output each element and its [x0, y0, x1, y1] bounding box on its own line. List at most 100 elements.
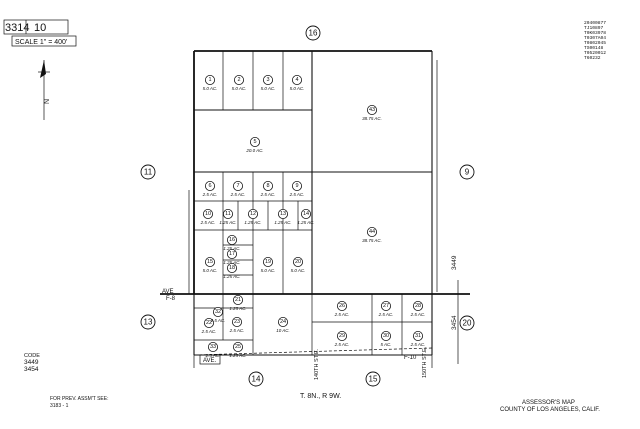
parcel-22[interactable]: 222.5 AC.: [201, 317, 217, 334]
parcel-acreage: 38.75 AC.: [362, 238, 382, 243]
parcel-number-circle: [380, 300, 391, 311]
parcel-2[interactable]: 25.0 AC.: [232, 75, 247, 91]
parcel-number: 31: [415, 333, 421, 339]
section-numbers: 16 11 9 13 20 14 15: [140, 25, 475, 387]
parcel-17[interactable]: 171.25 AC.: [223, 248, 241, 265]
parcel-21[interactable]: 211.25 AC.: [229, 294, 247, 311]
parcel-number: 27: [383, 303, 389, 309]
parcel-number-circle: [204, 256, 215, 267]
parcel-acreage: 1.25 AC.: [223, 246, 240, 251]
parcel-number: 33: [210, 344, 216, 350]
parcel-number-circle: [291, 180, 302, 191]
parcel-acreage: 2.5 AC.: [229, 328, 245, 333]
section-southeast: 20: [463, 319, 472, 328]
parcel-lines: [193, 51, 433, 356]
parcel-number: 4: [295, 77, 298, 83]
parcel-20[interactable]: 205.0 AC.: [291, 256, 306, 273]
parcel-30[interactable]: 30 5 AC.: [380, 330, 392, 347]
book-number: 3314: [5, 22, 29, 34]
parcel-7[interactable]: 72.5 AC.: [230, 180, 246, 197]
parcel-number: 28: [415, 303, 421, 309]
parcel-9[interactable]: 92.5 AC.: [289, 180, 305, 197]
parcel-6[interactable]: 62.5 AC.: [202, 180, 218, 197]
parcel-44[interactable]: 44 38.75 AC.: [362, 226, 382, 243]
parcel-number-circle: [226, 234, 237, 245]
parcel-number: 30: [383, 333, 389, 339]
parcel-number: 44: [369, 229, 375, 235]
parcel-27[interactable]: 27 2.5 AC.: [378, 300, 394, 317]
parcel-number-circle: [231, 316, 242, 327]
parcel-32[interactable]: 322.5 AC.: [210, 306, 226, 323]
parcel-acreage: 1.25 AC.: [274, 220, 291, 225]
parcel-number: 25: [235, 344, 241, 350]
parcel-28[interactable]: 282.5 AC.: [410, 300, 426, 317]
parcel-acreage: 1.25 AC.: [223, 260, 240, 265]
parcel-acreage: 2.5 AC.: [410, 342, 426, 347]
parcel-33[interactable]: 33 2.5 AC.: [205, 341, 221, 358]
page-number: 10: [34, 22, 46, 34]
stamp-line: T0K03978: [584, 30, 606, 36]
street-labels: AVE F-8 AVE. 140TH ST.E. 150TH ST.E. F-1…: [162, 255, 458, 380]
parcel-number-circle: [249, 136, 260, 147]
parcel-18[interactable]: 181.25 AC.: [223, 262, 241, 279]
parcel-number-circle: [336, 300, 347, 311]
parcel-19[interactable]: 195.0 AC.: [261, 256, 276, 273]
svg-text:N: N: [44, 99, 51, 104]
township-label: T. 8N., R 9W.: [300, 393, 341, 400]
map-footer: CODE 3449 3454 FOR PREV. ASSM'T SEE: 318…: [24, 353, 600, 413]
parcel-8[interactable]: 82.5 AC.: [260, 180, 276, 197]
parcel-number: 15: [207, 259, 213, 265]
parcel-acreage: 1.25 AC.: [229, 306, 246, 311]
parcel-12[interactable]: 121.25 AC.: [244, 208, 262, 225]
parcel-number: 22: [206, 320, 212, 326]
parcel-number-circle: [233, 75, 244, 86]
parcel-25[interactable]: 25 1.25 AC.: [229, 341, 247, 358]
parcel-number-circle: [380, 330, 391, 341]
parcel-number: 16: [229, 237, 235, 243]
section-north: 16: [309, 29, 318, 38]
parcel-4[interactable]: 45.0 AC.: [290, 75, 305, 91]
parcel-15[interactable]: 155.0 AC.: [203, 256, 218, 273]
parcel-10[interactable]: 102.5 AC.: [200, 208, 216, 225]
parcel-16[interactable]: 16 1.25 AC.: [223, 234, 241, 251]
parcel-acreage: 2.5 AC.: [200, 220, 216, 225]
parcel-number-circle: [292, 256, 303, 267]
parcel-26[interactable]: 262.5 AC.: [334, 300, 350, 317]
parcel-number: 12: [250, 211, 256, 217]
parcel-layer: 15.0 AC. 25.0 AC. 35.0 AC. 45.0 AC. 520.0 AC…: [200, 75, 426, 358]
avenue-bottom-label: AVE.: [203, 358, 217, 364]
map-header: 3314 10 SCALE 1" = 400': [3, 19, 77, 47]
parcel-number-circle: [262, 180, 273, 191]
parcel-29[interactable]: 292.5 AC.: [334, 330, 350, 347]
street-150-label: 150TH ST.E.: [422, 346, 428, 378]
parcel-14[interactable]: 141.25 AC.: [297, 208, 315, 225]
stamp-line: TS00148: [584, 45, 604, 51]
parcel-acreage: 2.5 AC.: [378, 312, 394, 317]
parcel-number: 29: [339, 333, 345, 339]
parcel-5[interactable]: 520.0 AC.: [245, 136, 264, 153]
parcel-acreage: 10 AC.: [276, 328, 290, 333]
parcel-11[interactable]: 111.25 AC.: [219, 208, 237, 225]
parcel-acreage: 5 AC.: [380, 342, 391, 347]
parcel-acreage: 1.25 AC.: [223, 274, 240, 279]
parcel-number: 32: [215, 309, 221, 315]
parcel-31[interactable]: 31 2.5 AC.: [410, 330, 426, 347]
parcel-acreage: 20.0 AC.: [245, 148, 263, 153]
parcel-13[interactable]: 131.25 AC.: [274, 208, 292, 225]
parcel-acreage: 1.25 AC.: [229, 353, 246, 358]
parcel-acreage: 38.75 AC.: [362, 116, 382, 121]
parcel-number-circle: [232, 180, 243, 191]
parcel-number-circle: [412, 300, 423, 311]
north-arrow-icon: N: [38, 60, 51, 120]
parcel-23[interactable]: 232.5 AC.: [229, 316, 245, 333]
code-value: 3454: [24, 366, 39, 373]
parcel-number-circle: [300, 208, 311, 219]
scale-label: SCALE 1" = 400': [15, 39, 67, 46]
parcel-number-circle: [247, 208, 258, 219]
parcel-1[interactable]: 15.0 AC.: [203, 75, 218, 91]
parcel-acreage: 2.5 AC.: [205, 353, 221, 358]
parcel-3[interactable]: 35.0 AC.: [261, 75, 276, 91]
